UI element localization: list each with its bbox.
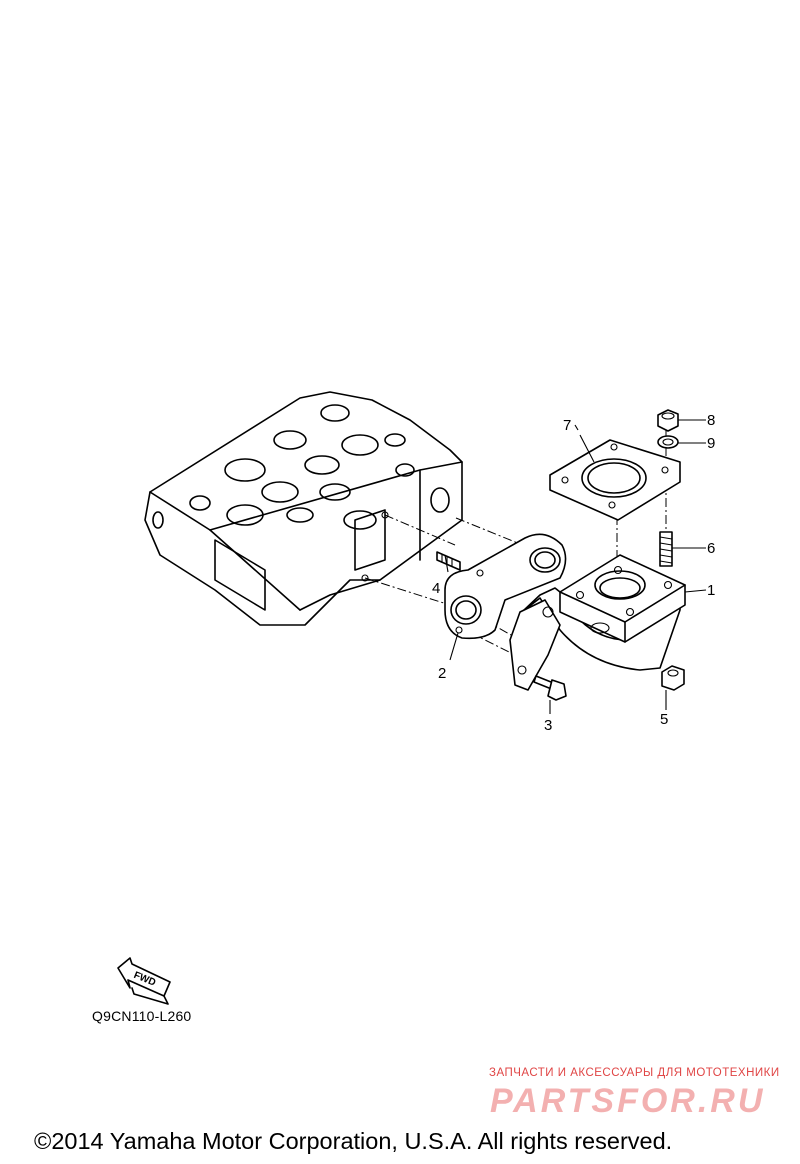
gasket-part-2	[444, 533, 567, 640]
callout-3: 3	[544, 717, 552, 734]
stud-part-6	[659, 531, 673, 567]
diagram-code: Q9CN110-L260	[92, 1008, 192, 1024]
callout-8: 8	[707, 412, 715, 429]
fwd-arrow: FWD	[117, 957, 171, 1005]
watermark-logo: PARTSFOR.RU	[490, 1082, 766, 1120]
callout-4: 4	[432, 580, 440, 597]
nut-part-5	[661, 665, 685, 691]
elbow-part-1	[509, 554, 686, 691]
bolt-part-3	[533, 675, 567, 701]
copyright-notice: ©2014 Yamaha Motor Corporation, U.S.A. A…	[34, 1128, 673, 1154]
washer-part-9	[657, 435, 679, 449]
callout-1: 1	[707, 582, 715, 599]
callout-9: 9	[707, 435, 715, 452]
callout-numbers: 1 2 3 4 5 6 7 8 9	[432, 412, 715, 734]
callout-5: 5	[660, 711, 668, 728]
leader-lines	[444, 419, 707, 714]
gasket-part-7	[549, 439, 681, 521]
watermark-tagline: ЗАПЧАСТИ И АКСЕССУАРЫ ДЛЯ МОТОТЕХНИКИ	[489, 1067, 780, 1079]
stud-part-4	[436, 551, 461, 571]
callout-2: 2	[438, 665, 446, 682]
callout-7: 7	[563, 417, 571, 434]
nut-part-8	[657, 409, 679, 432]
cylinder-head	[144, 391, 463, 626]
callout-6: 6	[707, 540, 715, 557]
